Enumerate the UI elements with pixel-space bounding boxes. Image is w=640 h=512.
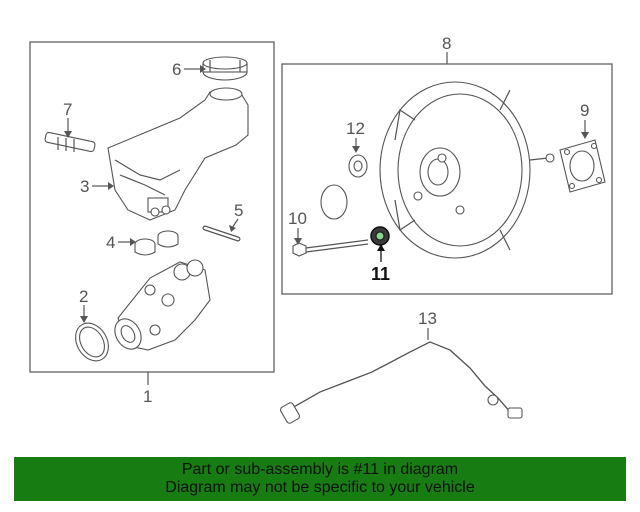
brake-booster-part: [379, 81, 555, 259]
callout-12: 12: [346, 119, 365, 138]
callout-13: 13: [418, 309, 437, 328]
parts-diagram: 1 8 6 7 3 4: [29, 34, 613, 424]
callout-3: 3: [80, 177, 89, 196]
callout-4: 4: [106, 233, 115, 252]
gasket-part: [559, 139, 606, 193]
bolt-part: [292, 239, 369, 257]
retaining-pin-part: [202, 225, 241, 242]
booster-seal-part: [320, 184, 348, 220]
vacuum-hose-part: [279, 341, 523, 424]
banner-line-2: Diagram may not be specific to your vehi…: [165, 479, 475, 496]
callout-7: 7: [63, 100, 72, 119]
callout-2: 2: [79, 287, 88, 306]
callout-5: 5: [234, 201, 243, 220]
callout-6: 6: [172, 60, 181, 79]
callout-11: 11: [371, 264, 390, 284]
callout-1: 1: [143, 387, 152, 406]
banner-line-1: Part or sub-assembly is #11 in diagram: [181, 461, 459, 478]
level-sensor-part: [44, 131, 96, 153]
reservoir-cap-part: [202, 56, 248, 81]
nut-part: [348, 154, 368, 178]
highlighted-seal-part: [370, 226, 390, 246]
master-cylinder-group-box: [29, 41, 275, 373]
callout-9: 9: [580, 101, 589, 120]
fluid-reservoir-part: [107, 87, 249, 221]
callout-8: 8: [442, 34, 451, 53]
seal-ring-part: [75, 322, 109, 362]
master-cylinder-body-part: [114, 259, 211, 351]
callout-10: 10: [288, 209, 307, 228]
grommets-part: [134, 230, 179, 256]
info-banner: Part or sub-assembly is #11 in diagram D…: [14, 457, 626, 501]
